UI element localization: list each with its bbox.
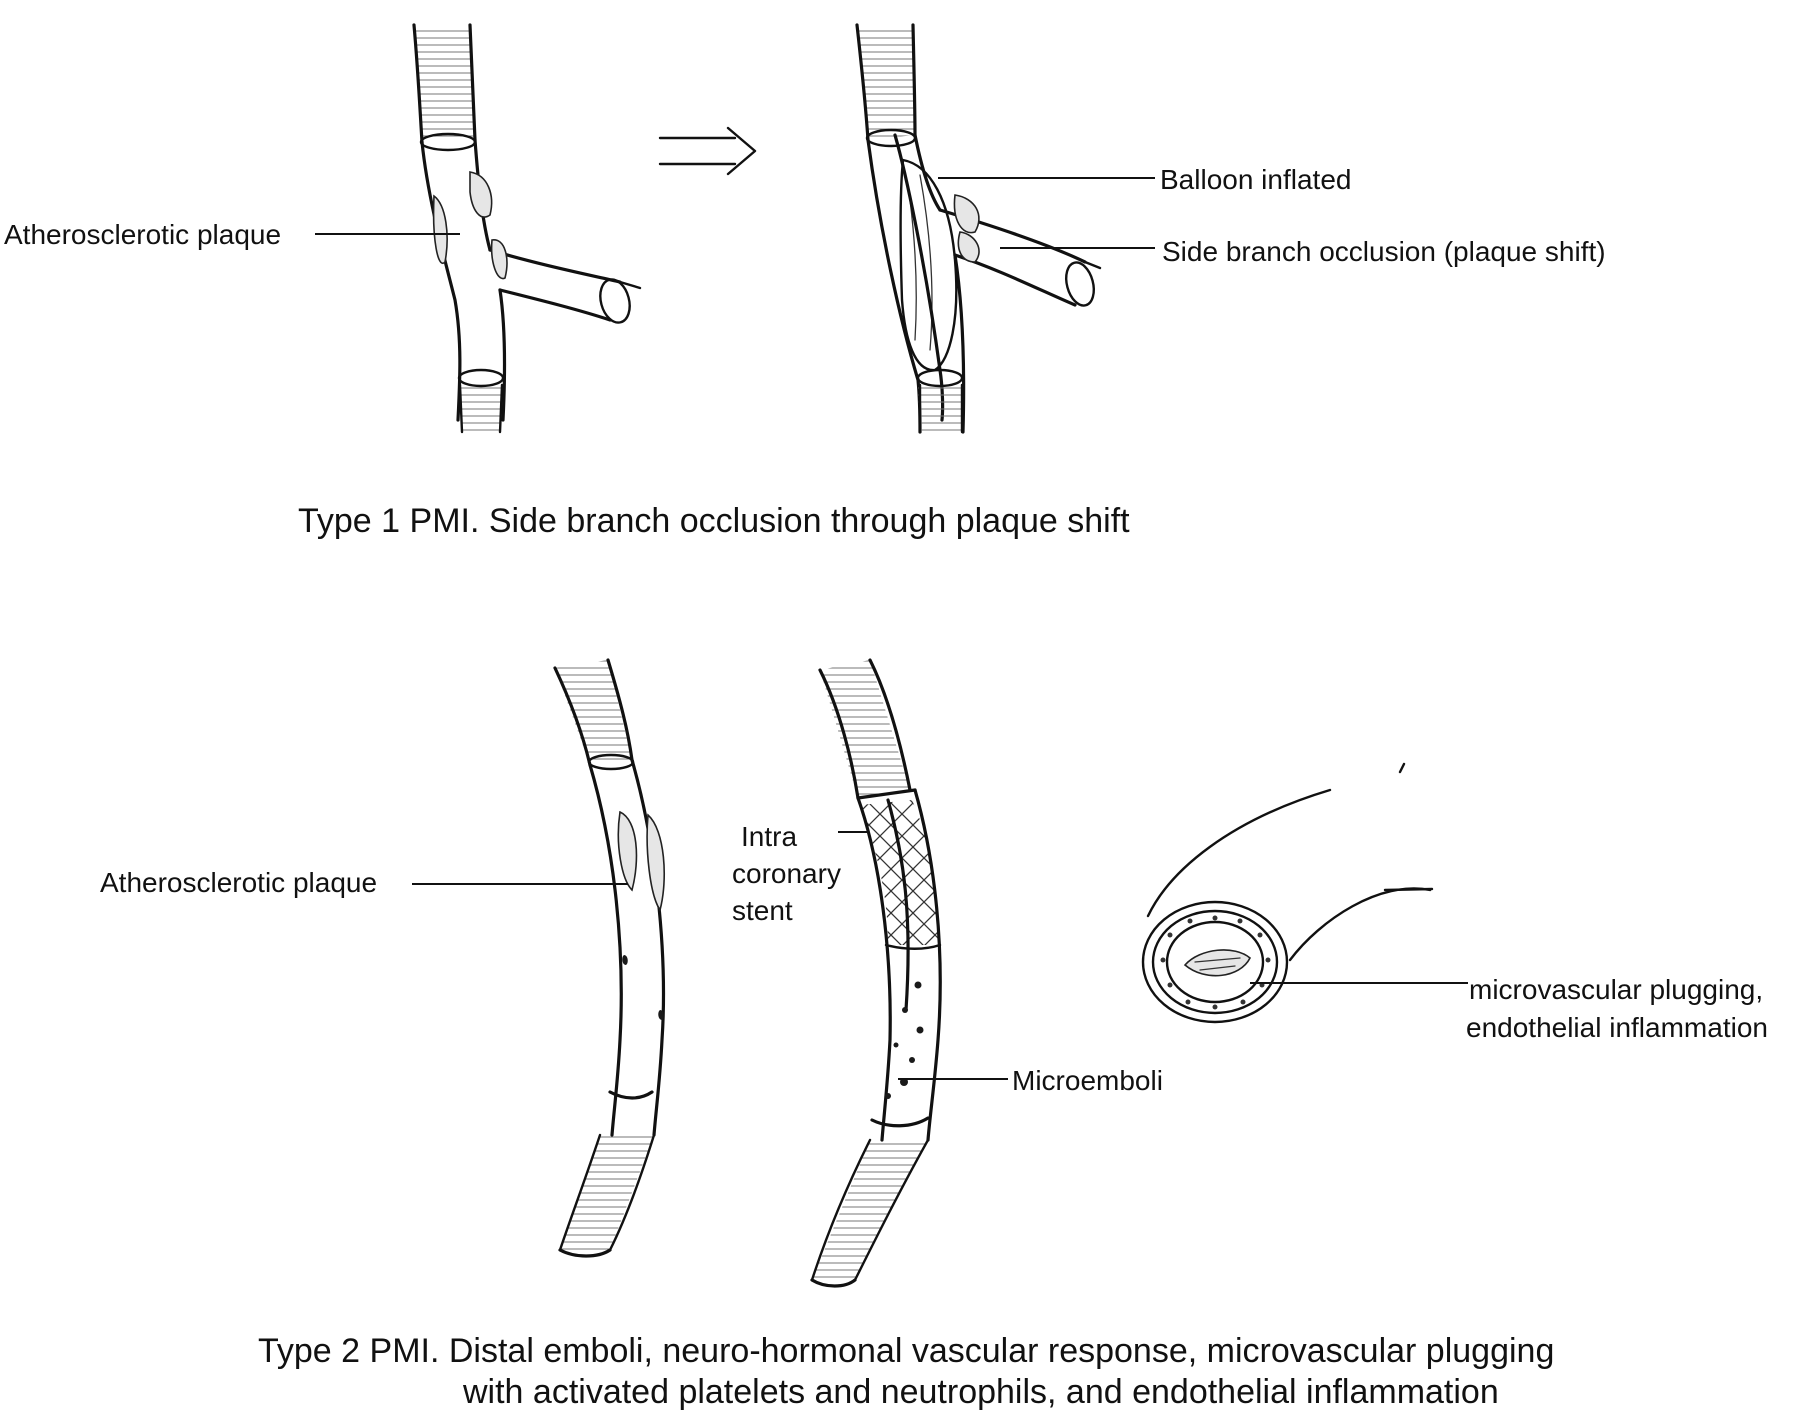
type2-plaque-label: Atherosclerotic plaque	[100, 867, 377, 898]
type2-vessel-stent	[810, 658, 942, 1288]
stent-label-line2: coronary	[732, 858, 841, 889]
stent-label-line1: Intra	[741, 821, 797, 852]
type2-vessel-plaque	[553, 658, 666, 1258]
type2-caption-line1: Type 2 PMI. Distal emboli, neuro-hormona…	[258, 1332, 1554, 1370]
type2-caption-line2: with activated platelets and neutrophils…	[462, 1373, 1499, 1410]
type1-vessel-balloon	[855, 23, 1102, 434]
type1-caption: Type 1 PMI. Side branch occlusion throug…	[298, 502, 1130, 540]
microvascular-label-line1: microvascular plugging,	[1469, 974, 1763, 1005]
side-branch-occlusion-label: Side branch occlusion (plaque shift)	[1162, 236, 1606, 267]
type1-plaque-label: Atherosclerotic plaque	[4, 219, 281, 250]
type1-vessel-before	[412, 23, 642, 434]
microvessel-cross-section	[1141, 762, 1434, 1024]
microvascular-label-line2: endothelial inflammation	[1466, 1012, 1768, 1043]
transition-arrow	[658, 126, 757, 176]
balloon-inflated-label: Balloon inflated	[1160, 164, 1351, 195]
microemboli-label: Microemboli	[1012, 1065, 1163, 1096]
stent-label-line3: stent	[732, 895, 793, 926]
